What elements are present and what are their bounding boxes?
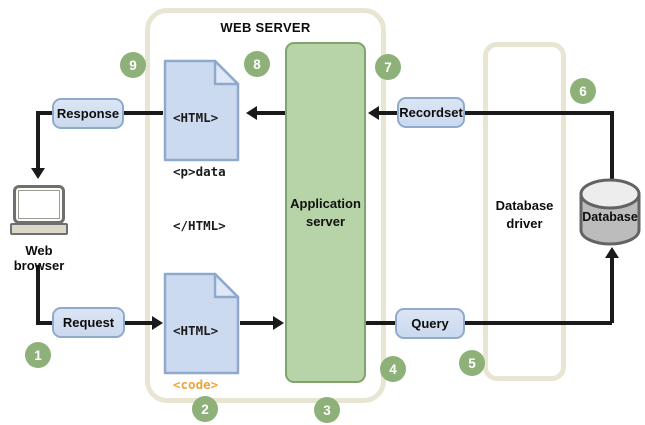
arrow-query-to-database-line bbox=[465, 321, 612, 325]
code-line: </HTML> bbox=[173, 218, 226, 233]
application-server-box: Application server bbox=[285, 42, 366, 383]
arrow-query-to-database-vertical-line bbox=[610, 256, 614, 323]
step-badge-4: 4 bbox=[380, 356, 406, 382]
database-driver-label: Database driver bbox=[488, 197, 561, 233]
web-browser-label: Web browser bbox=[13, 243, 65, 273]
response-label: Response bbox=[56, 106, 120, 121]
arrow-recordset-to-appserver-head-icon bbox=[368, 106, 379, 120]
recordset-box: Recordset bbox=[397, 97, 465, 128]
database-icon: Database bbox=[578, 178, 642, 248]
step-badge-6: 6 bbox=[570, 78, 596, 104]
code-line-highlighted: <code> bbox=[173, 377, 219, 392]
document-icon bbox=[163, 59, 240, 162]
arrow-request-to-requestdoc-head-icon bbox=[152, 316, 163, 330]
response-document: <HTML> <p>data </HTML> bbox=[163, 59, 240, 233]
database-cylinder-icon bbox=[579, 178, 641, 246]
arrow-query-to-database-head-icon bbox=[605, 247, 619, 258]
step-badge-1: 1 bbox=[25, 342, 51, 368]
arrow-requestdoc-to-appserver-head-icon bbox=[273, 316, 284, 330]
laptop-screen-inner bbox=[18, 190, 60, 219]
step-badge-5: 5 bbox=[459, 350, 485, 376]
arrow-request-elbow-line bbox=[36, 321, 52, 325]
response-document-code: <HTML> <p>data </HTML> bbox=[173, 76, 226, 268]
request-box: Request bbox=[52, 307, 125, 338]
query-label: Query bbox=[411, 316, 449, 331]
arrow-response-elbow-line bbox=[36, 111, 52, 115]
document-icon bbox=[163, 272, 240, 375]
database-driver-container: Database driver bbox=[483, 42, 566, 381]
application-server-label-line1: Application bbox=[290, 195, 361, 211]
arrow-appserver-to-responsedoc-line bbox=[255, 111, 285, 115]
arrow-browser-to-request-line bbox=[36, 265, 40, 323]
request-document-code: <HTML> <code> </HTML> bbox=[173, 289, 226, 425]
laptop-icon bbox=[10, 185, 68, 236]
arrow-request-to-requestdoc-line bbox=[125, 321, 154, 325]
database-label: Database bbox=[582, 210, 638, 224]
database-driver-label-line2: driver bbox=[506, 216, 543, 231]
query-box: Query bbox=[395, 308, 465, 339]
arrow-requestdoc-to-appserver-line bbox=[240, 321, 274, 325]
web-server-title: WEB SERVER bbox=[220, 20, 311, 35]
arrow-recordset-to-appserver-line bbox=[378, 111, 397, 115]
step-badge-3: 3 bbox=[314, 397, 340, 423]
request-label: Request bbox=[62, 315, 115, 330]
database-driver-label-line1: Database bbox=[495, 198, 554, 213]
arrow-appserver-to-responsedoc-head-icon bbox=[246, 106, 257, 120]
code-line: <HTML> bbox=[173, 110, 219, 125]
step-badge-8: 8 bbox=[244, 51, 270, 77]
arrow-response-to-browser-head-icon bbox=[31, 168, 45, 179]
recordset-label: Recordset bbox=[399, 105, 463, 120]
step-badge-9: 9 bbox=[120, 52, 146, 78]
arrow-responsedoc-to-response-line bbox=[124, 111, 163, 115]
step-badge-7: 7 bbox=[375, 54, 401, 80]
laptop-screen bbox=[13, 185, 65, 224]
arrow-database-to-recordset-vertical-line bbox=[610, 111, 614, 185]
application-server-label-line2: server bbox=[305, 213, 346, 229]
arrow-appserver-to-query-line bbox=[365, 321, 395, 325]
arrow-database-to-recordset-line bbox=[465, 111, 614, 115]
arrow-response-to-browser-line bbox=[36, 111, 40, 169]
step-badge-2: 2 bbox=[192, 396, 218, 422]
request-document: <HTML> <code> </HTML> bbox=[163, 272, 240, 392]
code-line: <HTML> bbox=[173, 323, 219, 338]
laptop-base bbox=[10, 223, 68, 235]
response-box: Response bbox=[52, 98, 124, 129]
code-line: <p>data bbox=[173, 164, 226, 179]
